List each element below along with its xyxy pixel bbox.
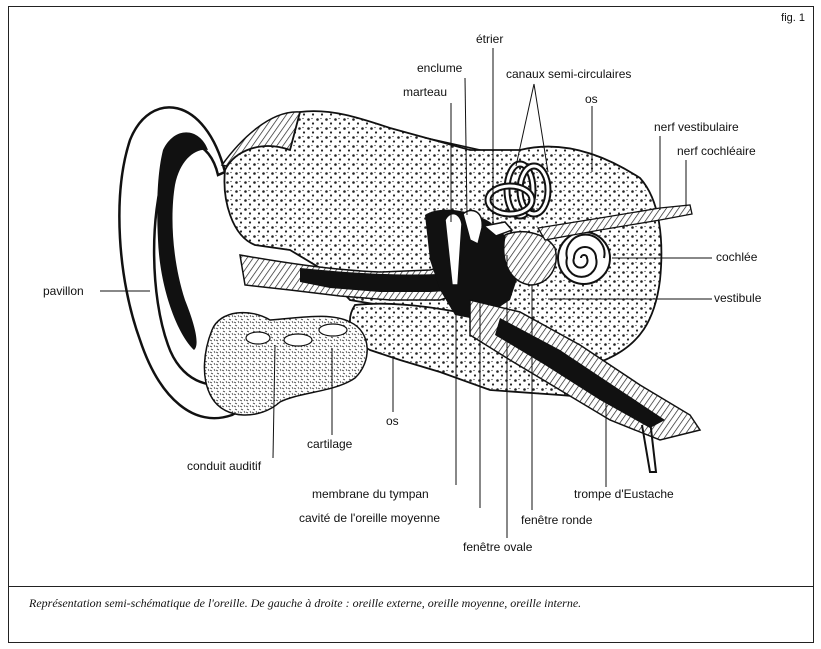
label-nerf-vestibulaire: nerf vestibulaire: [654, 121, 739, 134]
label-fenetre-ovale: fenêtre ovale: [463, 541, 532, 554]
label-conduit-auditif: conduit auditif: [187, 460, 261, 473]
label-vestibule: vestibule: [714, 292, 761, 305]
label-cartilage: cartilage: [307, 438, 352, 451]
label-cavite: cavité de l'oreille moyenne: [299, 512, 440, 525]
label-marteau: marteau: [403, 86, 447, 99]
label-nerf-cochleaire: nerf cochléaire: [677, 145, 756, 158]
label-os-bottom: os: [386, 415, 399, 428]
label-etrier: étrier: [476, 33, 503, 46]
figure-caption: Représentation semi-schématique de l'ore…: [29, 596, 801, 611]
label-os-top: os: [585, 93, 598, 106]
label-membrane: membrane du tympan: [312, 488, 429, 501]
label-enclume: enclume: [417, 62, 462, 75]
label-pavillon: pavillon: [43, 285, 84, 298]
label-canaux: canaux semi-circulaires: [506, 68, 631, 81]
label-cochlee: cochlée: [716, 251, 757, 264]
label-fenetre-ronde: fenêtre ronde: [521, 514, 592, 527]
label-trompe: trompe d'Eustache: [574, 488, 674, 501]
cochlea-shape: [558, 232, 610, 284]
